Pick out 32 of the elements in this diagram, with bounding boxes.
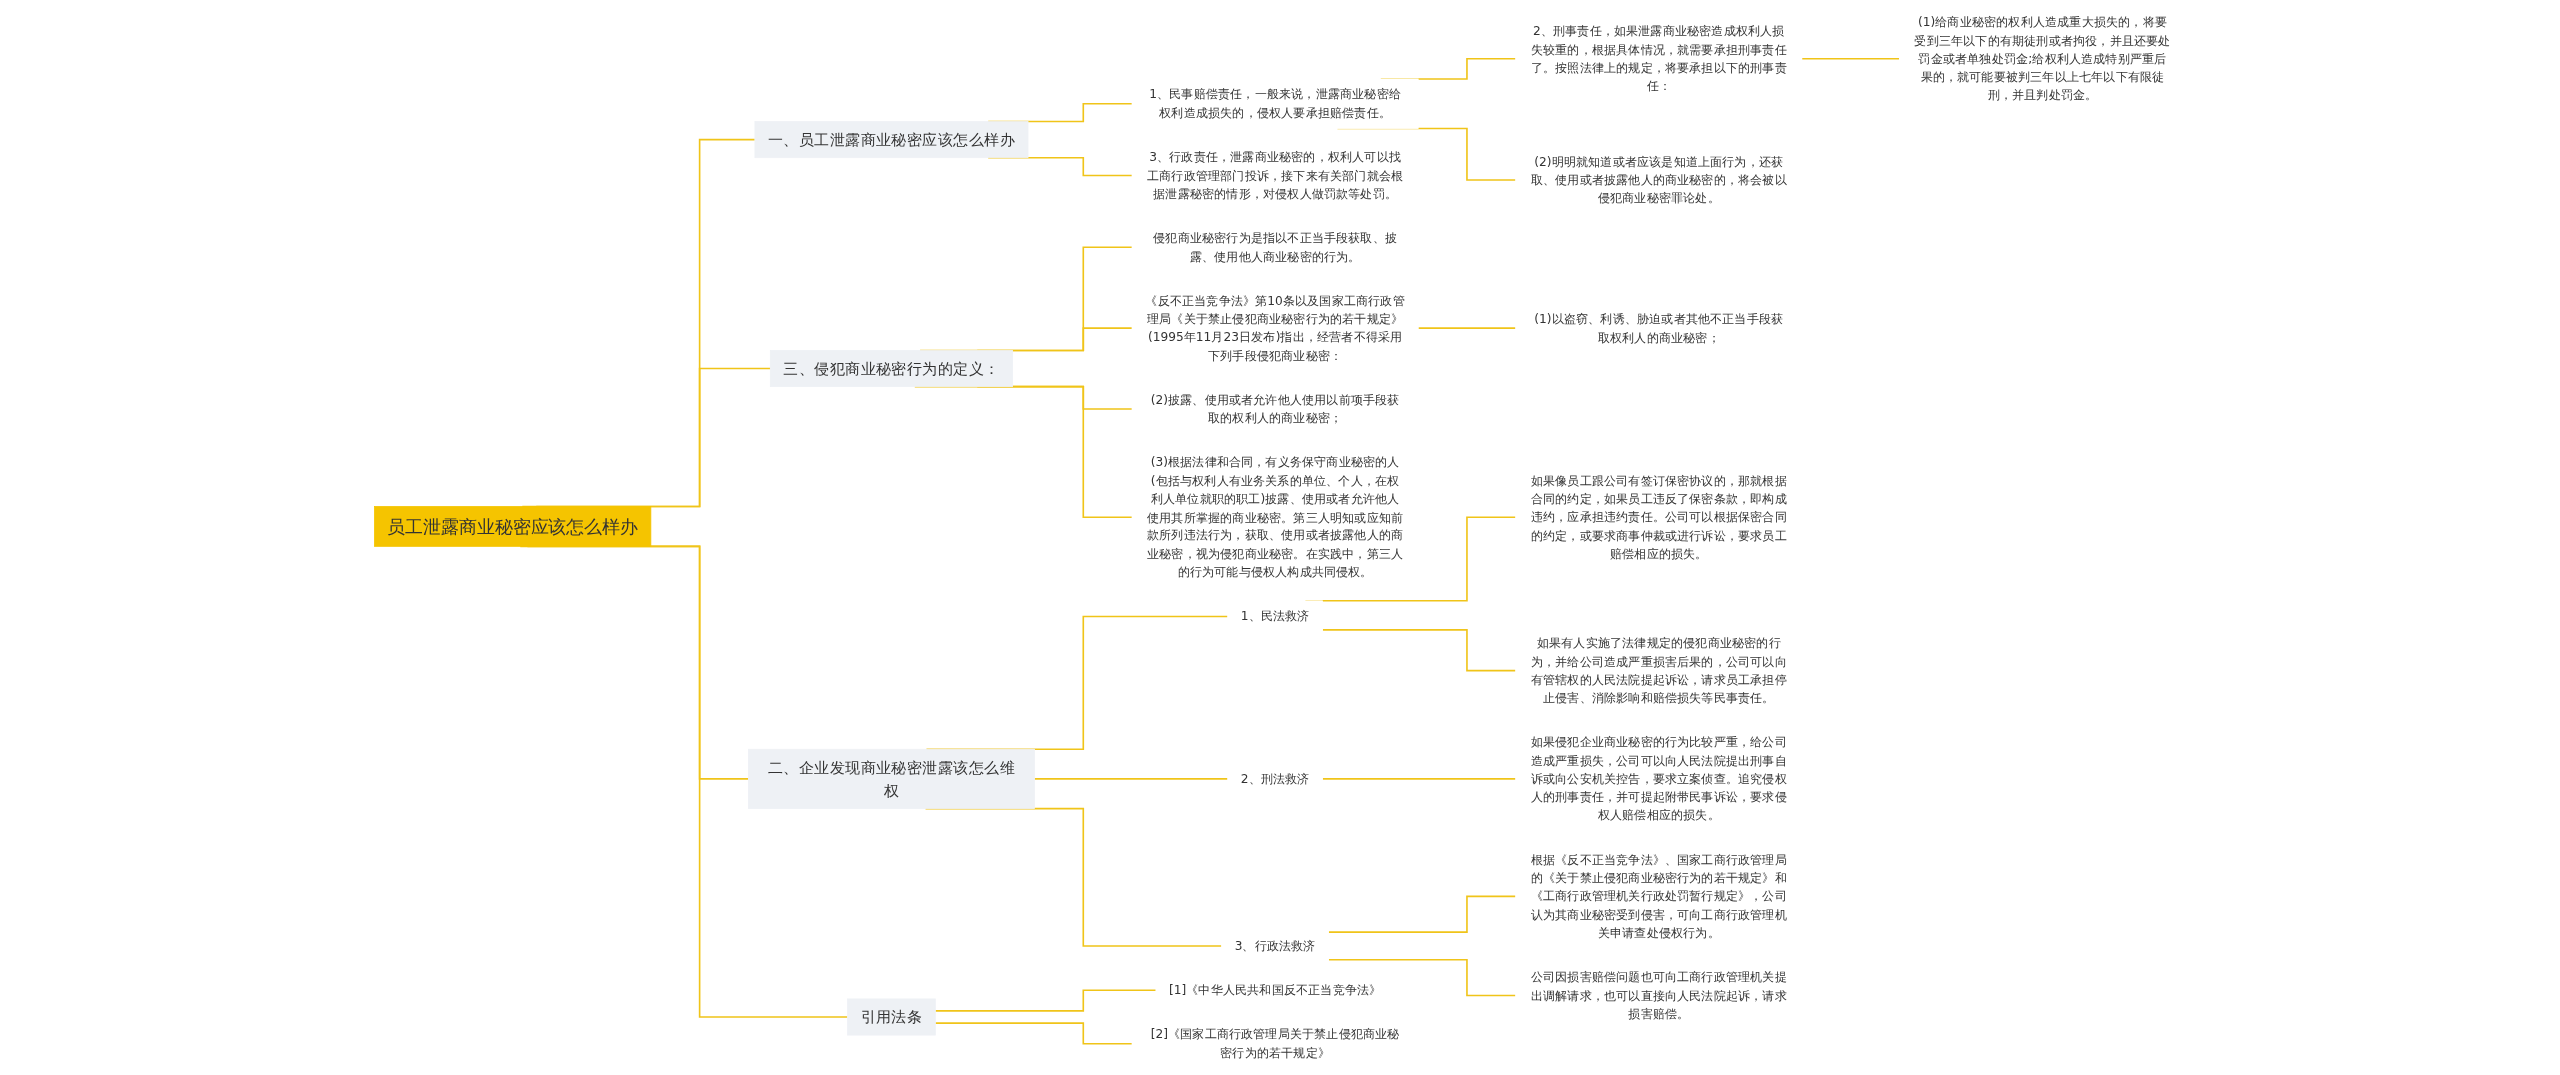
node-box: 二、企业发现商业秘密泄露该怎么维权 <box>748 748 1035 809</box>
node-text: 公司因损害赔偿问题也可向工商行政管理机关提出调解请求，也可以直接向人民法院起诉，请求损害赔偿。 <box>1530 969 1787 1021</box>
connector <box>1417 327 1517 329</box>
node-text: 如果像员工跟公司有签订保密协议的，那就根据合同的约定，如果员工违反了保密条款，即构成违约，应承担违约责任。公司可以根据保密合同的约定，或要求商事仲裁或进行诉讼，要求员工赔偿相应的损失。 <box>1530 473 1787 561</box>
node-text: 《反不正当竞争法》第10条以及国家工商行政管理局《关于禁止侵犯商业秘密行为的若干规定》(1995年11月23日发布)指出，经营者不得采用下列手段侵犯商业秘密： <box>1145 293 1405 363</box>
node-text: 3、行政法救济 <box>1234 938 1316 954</box>
node-text: 如果侵犯企业商业秘密的行为比较严重，给公司造成严重损失，公司可以向人民法院提出刑事自诉或向公安机关控告，要求立案侦查。追究侵权人的刑事责任，并可提起附带民事诉讼，要求侵权人赔偿相应的损失。 <box>1530 734 1787 823</box>
connector <box>934 1022 1133 1045</box>
node-text: (1)给商业秘密的权利人造成重大损失的，将要受到三年以下的有期徒刑或者拘役，并且还要处罚金或者单独处罚金;给权利人造成特别严重后果的，就可能要被判三年以上七年以下有限徒刑，并且判处罚金。 <box>1914 14 2171 103</box>
connector <box>934 989 1157 1012</box>
node-box: 一、员工泄露商业秘密应该怎么样办 <box>754 121 1029 159</box>
connector <box>1327 958 1517 997</box>
node-text: (3)根据法律和合同，有义务保守商业秘密的人(包括与权利人有业务关系的单位、个人，在权利人单位就职的职工)披露、使用或者允许他人使用其所掌握的商业秘密。第三人明知或应知前款所列违法行为，获取、使用或者披露他人的商业秘密，视为侵犯商业秘密。在实践中，第三人的行为可能与侵权人构成共同侵权。 <box>1147 454 1404 580</box>
node-text: [2]《国家工商行政管理局关于禁止侵犯商业秘密行为的若干规定》 <box>1150 1027 1400 1060</box>
node-text: (1)以盗窃、利诱、胁迫或者其他不正当手段获取权利人的商业秘密； <box>1534 311 1784 345</box>
node-text: 如果有人实施了法律规定的侵犯商业秘密的行为，并给公司造成严重损害后果的，公司可以向有管辖权的人民法院提起诉讼，请求员工承担停止侵害、消除影响和赔偿损失等民事责任。 <box>1530 635 1787 706</box>
node-text: 根据《反不正当竞争法》、国家工商行政管理局的《关于禁止侵犯商业秘密行为的若干规定》和《工商行政管理机关行政处罚暂行规定》，公司认为其商业秘密受到侵害，可向工商行政管理机关申请查处侵权行为。 <box>1530 852 1787 941</box>
connector <box>1321 778 1517 780</box>
node-text: (2)明明就知道或者应该是知道上面行为，还获取、使用或者披露他人的商业秘密的，将会被以侵犯商业秘密罪论处。 <box>1530 154 1787 206</box>
node-box: 三、侵犯商业秘密行为的定义： <box>769 350 1013 387</box>
connector <box>1327 895 1517 933</box>
node-text: 2、刑事责任，如果泄露商业秘密造成权利人损失较重的，根据具体情况，就需要承担刑事责任了。按照法律上的规定，将要承担以下的刑事责任： <box>1530 23 1787 94</box>
node-text: 3、行政责任，泄露商业秘密的，权利人可以找工商行政管理部门投诉，接下来有关部门就会根据泄露秘密的情形，对侵权人做罚款等处罚。 <box>1147 149 1404 201</box>
node-text: 2、刑法救济 <box>1240 771 1310 787</box>
node-box: 员工泄露商业秘密应该怎么样办 <box>374 506 652 547</box>
connector <box>1033 778 1229 780</box>
node-text: 侵犯商业秘密行为是指以不正当手段获取、披露、使用他人商业秘密的行为。 <box>1153 230 1398 264</box>
node-text: (2)披露、使用或者允许他人使用以前项手段获取的权利人的商业秘密； <box>1150 392 1400 426</box>
connector <box>1321 629 1517 672</box>
node-box: 引用法条 <box>847 998 936 1036</box>
node-text: [1]《中华人民共和国反不正当竞争法》 <box>1168 982 1382 998</box>
connector <box>1801 57 1901 60</box>
